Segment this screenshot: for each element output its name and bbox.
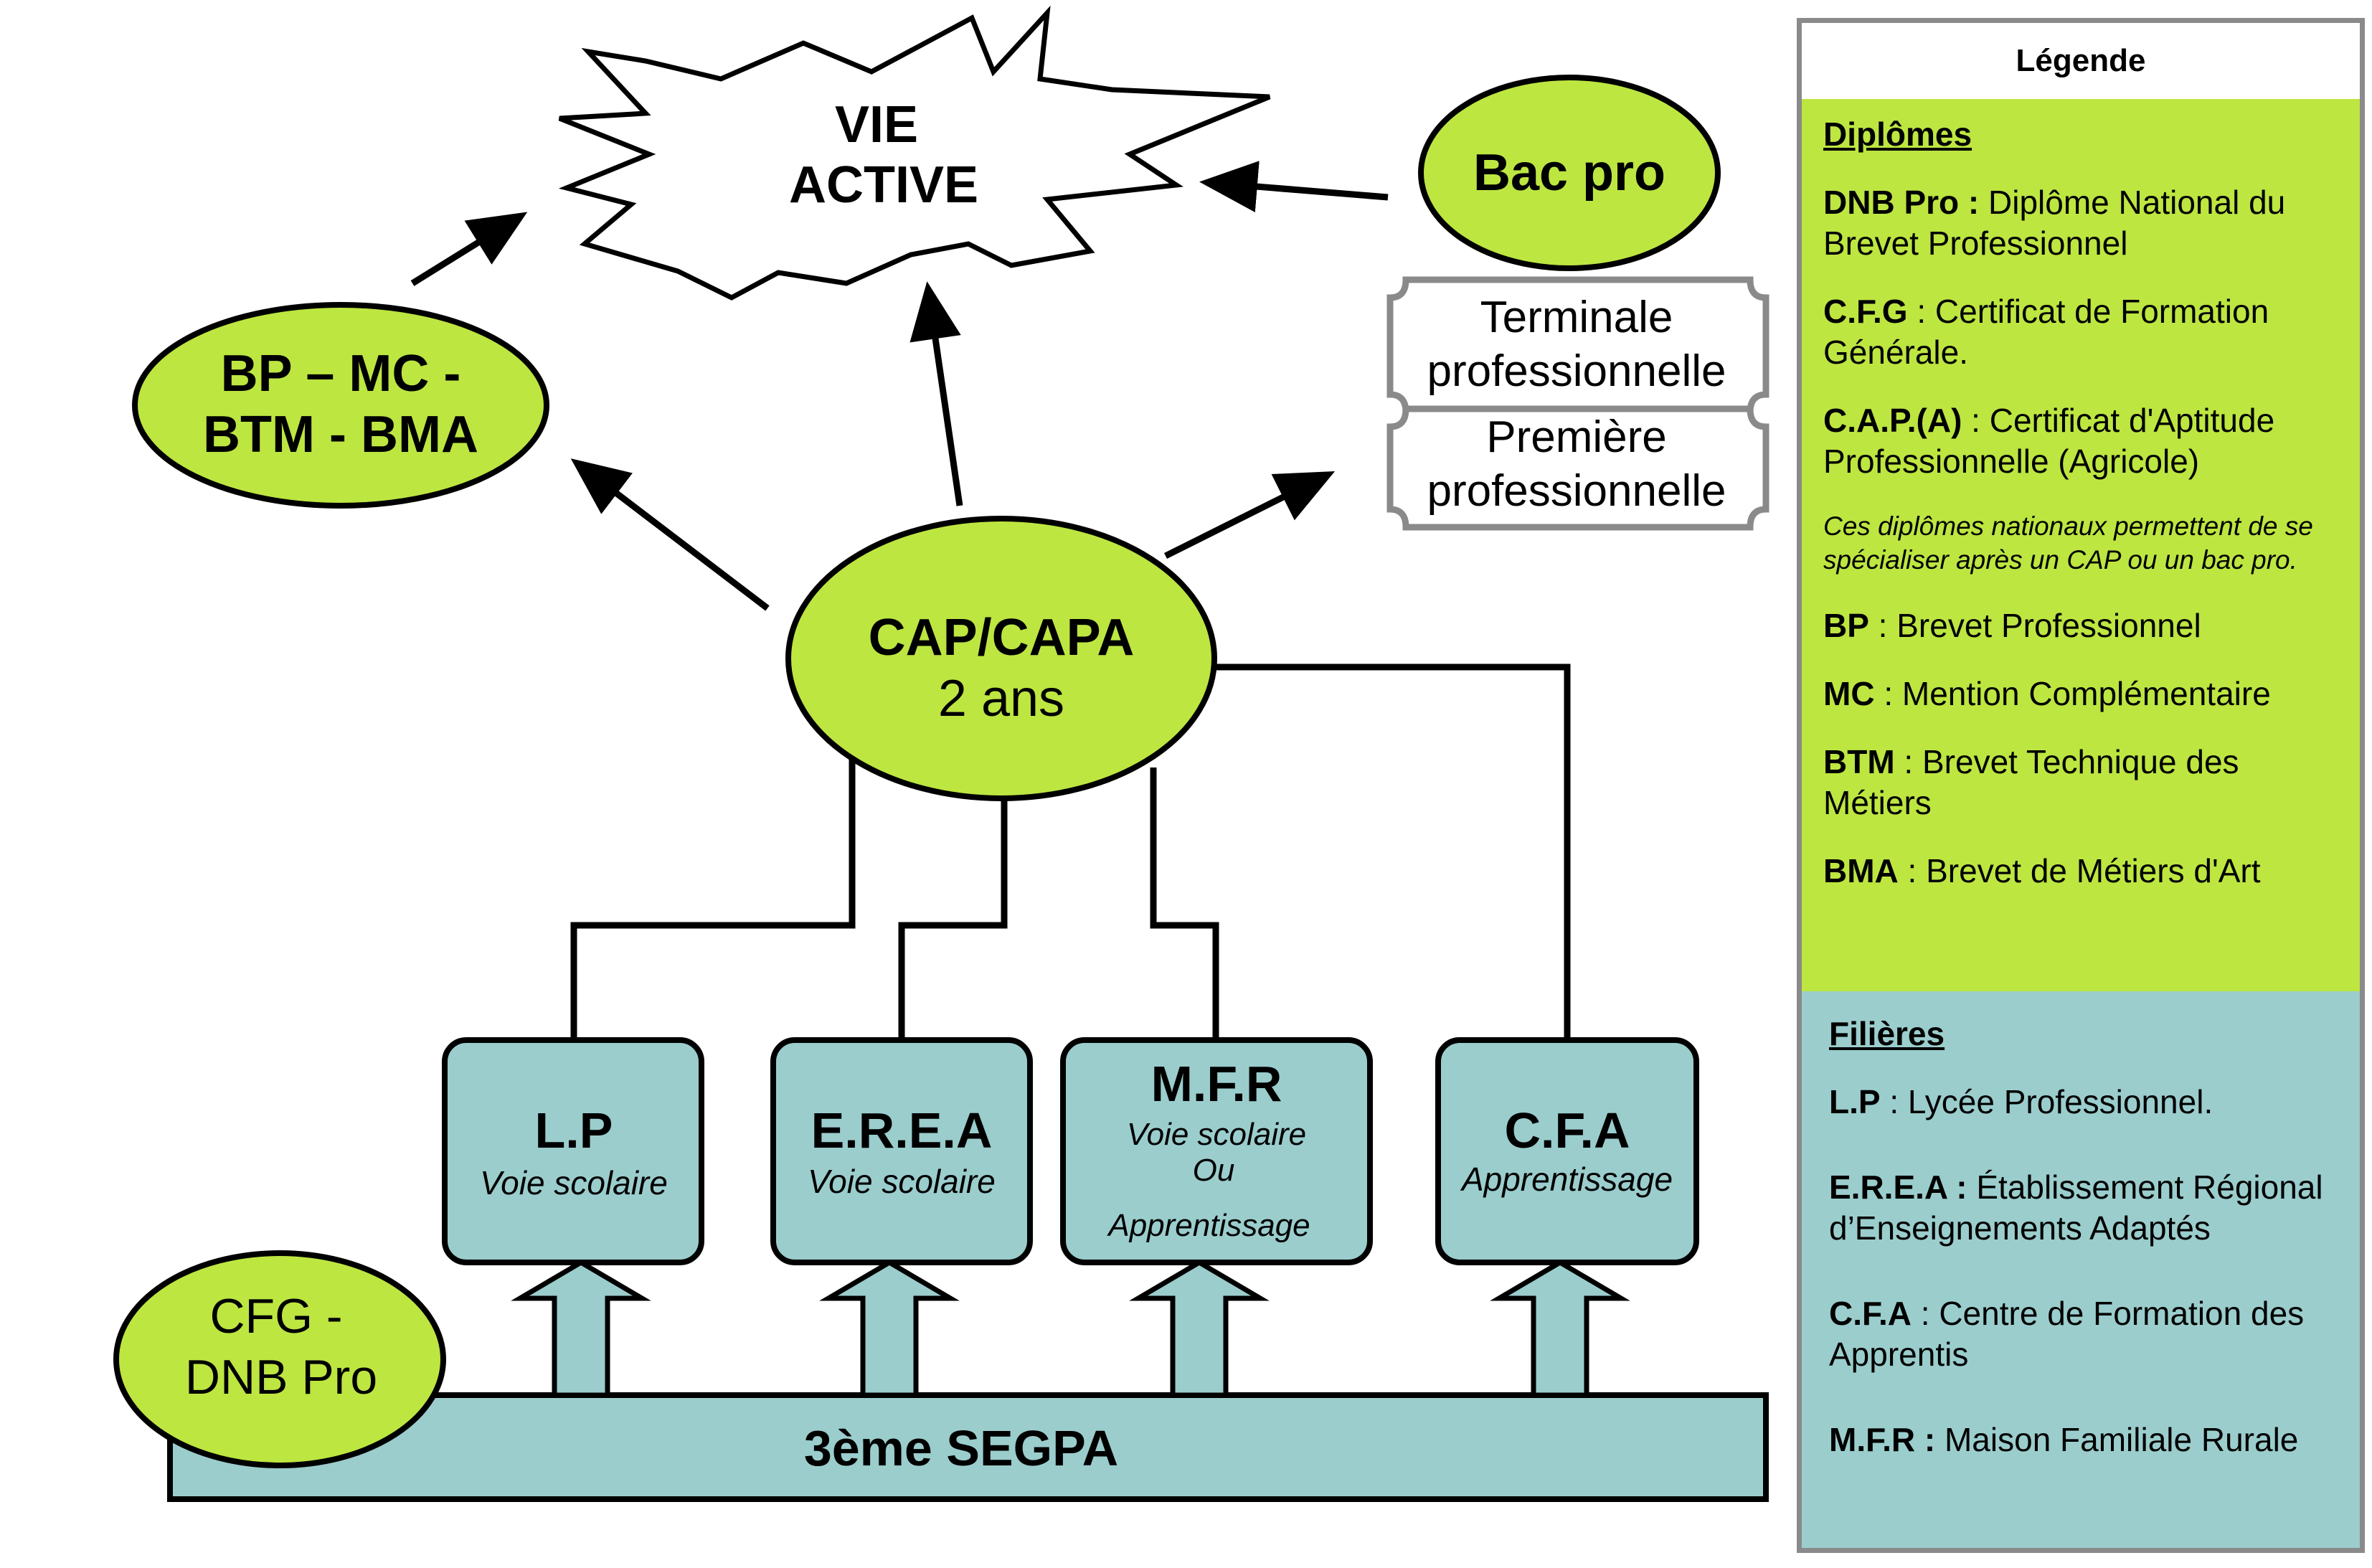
legend-item-capa: C.A.P.(A) : Certificat d'Aptitude Profes… (1823, 400, 2338, 482)
bac-pro-label: Bac pro (1473, 144, 1665, 202)
legend-item-mc: MC : Mention Complémentaire (1823, 674, 2338, 714)
erea-box: E.R.E.A Voie scolaire (770, 1037, 1033, 1265)
up-arrow-cfa (1490, 1259, 1630, 1398)
bp-mc-btm-bma-node: BP – MC - BTM - BMA (132, 302, 549, 509)
legend-text: : Mention Complémentaire (1874, 675, 2271, 712)
segpa-label: 3ème SEGPA (804, 1420, 1118, 1476)
legend-text: : Brevet de Métiers d'Art (1898, 852, 2261, 889)
cap-line1: CAP/CAPA (869, 609, 1135, 666)
legend-item-erea: E.R.E.A : Établissement Régional d’Ensei… (1829, 1167, 2334, 1249)
connector-cfa (1216, 663, 1571, 1040)
terminale-line2: professionnelle (1427, 346, 1726, 396)
cfa-title: C.F.A (1505, 1102, 1630, 1158)
legend-item-dnb-pro: DNB Pro : Diplôme National du Brevet Pro… (1823, 182, 2338, 264)
up-arrow-mfr (1129, 1259, 1270, 1398)
cfg-line1: CFG - (209, 1289, 342, 1343)
connectors (570, 663, 1571, 1040)
up-arrows (511, 1259, 1630, 1398)
lp-box: L.P Voie scolaire (442, 1037, 704, 1265)
mfr-sub3: Apprentissage (1106, 1208, 1310, 1243)
legend-item-lp: L.P : Lycée Professionnel. (1829, 1082, 2334, 1123)
bp-line2: BTM - BMA (203, 406, 478, 463)
legend-item-cfg: C.F.G : Certificat de Formation Générale… (1823, 291, 2338, 373)
cfa-box: C.F.A Apprentissage (1435, 1037, 1699, 1265)
segpa-bar: 3ème SEGPA (167, 1392, 1769, 1502)
legend-abbr: E.R.E.A : (1829, 1168, 1967, 1206)
diplomes-heading: Diplômes (1823, 115, 1972, 153)
cfg-line2: DNB Pro (185, 1350, 377, 1404)
legend-text: : Certificat de Formation Générale. (1823, 293, 2269, 371)
legend-text: : Brevet Technique des Métiers (1823, 743, 2239, 821)
arrow-bacpro-to-vie-active (1199, 161, 1389, 213)
premiere-line2: professionnelle (1427, 466, 1726, 516)
cfg-dnb-node: CFG - DNB Pro (113, 1250, 446, 1468)
cap-line2: 2 ans (938, 670, 1064, 727)
arrow-bp-to-vie-active (410, 212, 528, 286)
arrow-cap-to-premiere (1163, 471, 1336, 559)
arrows (410, 161, 1389, 611)
legend-text: : Certificat d'Aptitude Professionnelle … (1823, 402, 2275, 480)
legend-diplomes-section: Diplômes DNB Pro : Diplôme National du B… (1802, 99, 2360, 991)
arrow-cap-to-vie-active (909, 281, 963, 506)
bp-line1: BP – MC - (221, 345, 461, 402)
erea-sub: Voie scolaire (808, 1163, 996, 1200)
connector-lp (570, 742, 856, 1040)
diagram: VIE ACTIVE Bac pro Terminale professionn… (113, 5, 1769, 1502)
legend-text: : Lycée Professionnel. (1880, 1083, 2213, 1120)
legend-panel: Légende Diplômes DNB Pro : Diplôme Natio… (1797, 18, 2365, 1553)
legend-text: : Brevet Professionnel (1868, 607, 2201, 644)
mfr-sub1: Voie scolaire (1127, 1117, 1306, 1152)
legend-item-mfr: M.F.R : Maison Familiale Rurale (1829, 1420, 2334, 1460)
legend-abbr: BTM (1823, 743, 1895, 780)
vie-active-burst: VIE ACTIVE (558, 5, 1271, 301)
legend-abbr: BP (1823, 607, 1869, 644)
terminale-node: Terminale professionnelle (1386, 276, 1769, 416)
legend-abbr: BMA (1823, 852, 1899, 889)
legend-title: Légende (2016, 43, 2146, 78)
bac-pro-node: Bac pro (1418, 75, 1721, 271)
cfa-sub: Apprentissage (1460, 1161, 1673, 1198)
legend-item-bp: BP : Brevet Professionnel (1823, 605, 2338, 646)
vie-active-line2: ACTIVE (789, 156, 978, 214)
legend-item-cfa: C.F.A : Centre de Formation des Apprenti… (1829, 1293, 2334, 1375)
legend-item-btm: BTM : Brevet Technique des Métiers (1823, 742, 2338, 823)
legend-text: : Centre de Formation des Apprentis (1829, 1295, 2305, 1373)
mfr-box: M.F.R Voie scolaire Ou Apprentissage (1060, 1037, 1373, 1265)
legend-abbr: C.A.P.(A) (1823, 402, 1962, 439)
legend-abbr: DNB Pro : (1823, 184, 1980, 221)
mfr-sub2: Ou (1193, 1153, 1235, 1188)
legend-abbr: C.F.G (1823, 293, 1908, 330)
up-arrow-erea (819, 1259, 960, 1398)
up-arrow-lp (511, 1259, 651, 1398)
legend-abbr: MC (1823, 675, 1875, 712)
filieres-heading: Filières (1829, 1015, 1945, 1052)
legend-abbr: C.F.A (1829, 1295, 1912, 1332)
mfr-title: M.F.R (1151, 1056, 1282, 1112)
legend-text: Maison Familiale Rurale (1935, 1421, 2299, 1458)
legend-text: Établissement Régional d’Enseignements A… (1829, 1168, 2323, 1247)
lp-sub: Voie scolaire (480, 1164, 668, 1201)
erea-title: E.R.E.A (811, 1102, 993, 1158)
cap-node: CAP/CAPA 2 ans (785, 516, 1217, 801)
connector-erea (898, 796, 1008, 1040)
connector-mfr (1150, 768, 1219, 1040)
vie-active-line1: VIE (835, 96, 918, 154)
premiere-node: Première professionnelle (1386, 405, 1769, 531)
legend-item-bma: BMA : Brevet de Métiers d'Art (1823, 851, 2338, 892)
terminale-line1: Terminale (1480, 293, 1673, 342)
legend-note: Ces diplômes nationaux permettent de se … (1823, 511, 2313, 575)
arrow-cap-to-bp (570, 458, 770, 611)
lp-title: L.P (535, 1102, 613, 1158)
legend-abbr: M.F.R : (1829, 1421, 1936, 1458)
legend-abbr: L.P (1829, 1083, 1881, 1120)
legend-filieres-section: Filières L.P : Lycée Professionnel. E.R.… (1802, 991, 2360, 1548)
premiere-line1: Première (1486, 412, 1667, 462)
legend-text: Diplôme National du Brevet Professionnel (1823, 184, 2286, 262)
